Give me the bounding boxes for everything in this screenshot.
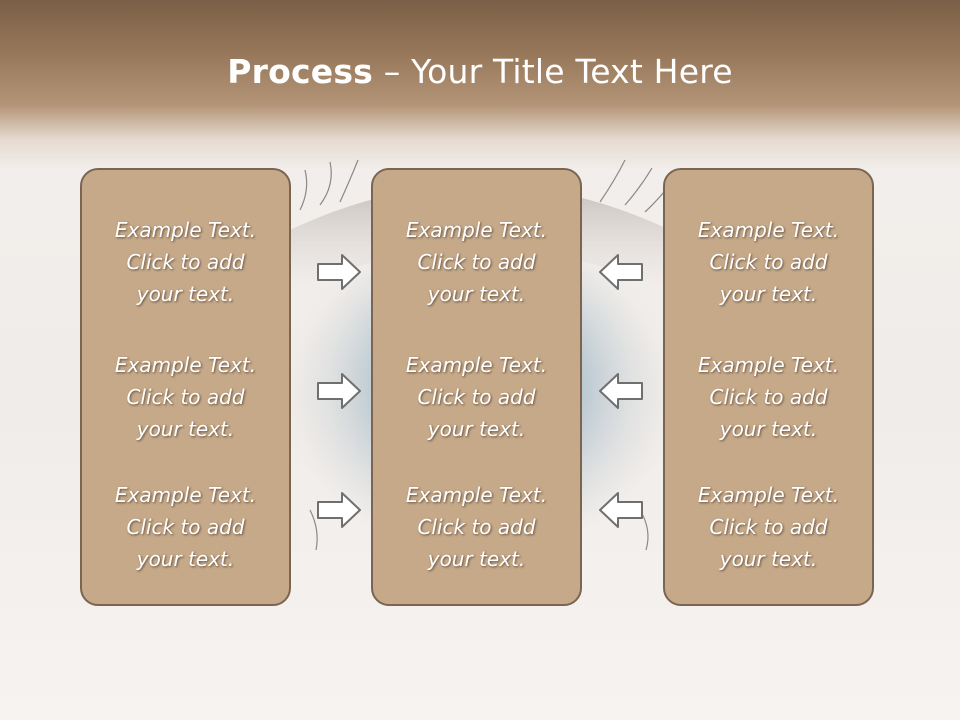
text-placeholder[interactable]: Example Text. Click to add your text.	[665, 214, 872, 310]
text-line: Click to add	[126, 515, 245, 539]
text-line: Example Text.	[114, 353, 257, 377]
text-line: Click to add	[709, 515, 828, 539]
text-line: Click to add	[417, 250, 536, 274]
text-line: Click to add	[126, 250, 245, 274]
arrow-left-icon	[598, 490, 644, 530]
text-placeholder[interactable]: Example Text. Click to add your text.	[82, 349, 289, 445]
text-line: Example Text.	[405, 353, 548, 377]
text-line: your text.	[427, 282, 526, 306]
text-line: Click to add	[709, 250, 828, 274]
header-band	[0, 0, 960, 170]
text-placeholder[interactable]: Example Text. Click to add your text.	[373, 349, 580, 445]
text-line: Example Text.	[697, 353, 840, 377]
text-line: your text.	[427, 417, 526, 441]
text-placeholder[interactable]: Example Text. Click to add your text.	[82, 479, 289, 575]
text-line: Example Text.	[114, 218, 257, 242]
title-rest-text: – Your Title Text Here	[373, 52, 733, 91]
text-line: Example Text.	[697, 218, 840, 242]
text-line: your text.	[136, 417, 235, 441]
text-placeholder[interactable]: Example Text. Click to add your text.	[665, 479, 872, 575]
text-line: your text.	[427, 547, 526, 571]
text-line: Example Text.	[405, 483, 548, 507]
text-placeholder[interactable]: Example Text. Click to add your text.	[665, 349, 872, 445]
text-placeholder[interactable]: Example Text. Click to add your text.	[82, 214, 289, 310]
text-line: your text.	[136, 547, 235, 571]
panel-left[interactable]: Example Text. Click to add your text. Ex…	[80, 168, 291, 606]
arrow-right-icon	[316, 490, 362, 530]
panel-center[interactable]: Example Text. Click to add your text. Ex…	[371, 168, 582, 606]
arrow-left-icon	[598, 371, 644, 411]
panel-right[interactable]: Example Text. Click to add your text. Ex…	[663, 168, 874, 606]
text-line: your text.	[136, 282, 235, 306]
text-line: Example Text.	[114, 483, 257, 507]
text-line: Example Text.	[697, 483, 840, 507]
slide-title[interactable]: Process – Your Title Text Here	[0, 52, 960, 91]
title-bold-text: Process	[227, 52, 374, 91]
text-line: your text.	[719, 547, 818, 571]
text-line: Click to add	[126, 385, 245, 409]
text-placeholder[interactable]: Example Text. Click to add your text.	[373, 214, 580, 310]
arrow-right-icon	[316, 252, 362, 292]
text-line: your text.	[719, 282, 818, 306]
text-line: your text.	[719, 417, 818, 441]
arrow-left-icon	[598, 252, 644, 292]
arrow-right-icon	[316, 371, 362, 411]
text-placeholder[interactable]: Example Text. Click to add your text.	[373, 479, 580, 575]
text-line: Example Text.	[405, 218, 548, 242]
text-line: Click to add	[417, 515, 536, 539]
text-line: Click to add	[417, 385, 536, 409]
text-line: Click to add	[709, 385, 828, 409]
